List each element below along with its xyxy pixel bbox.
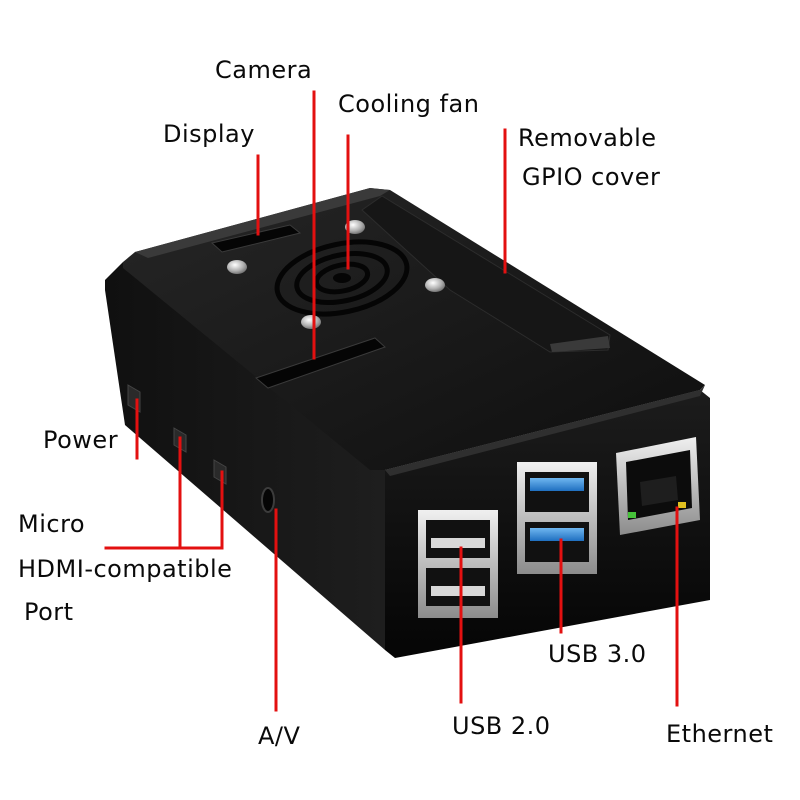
camera-label: Camera [215, 56, 313, 84]
usb3-label: USB 3.0 [548, 640, 647, 668]
gpio-cover-label-line2: GPIO cover [522, 163, 661, 191]
usb2-ports [418, 510, 498, 618]
screw-icon [425, 278, 445, 292]
display-slot [210, 224, 302, 253]
hdmi-label-line1: Micro [18, 510, 86, 538]
case-body [105, 188, 710, 658]
leader-lines [104, 90, 679, 712]
av-label: A/V [258, 722, 301, 750]
cooling-fan-label: Cooling fan [338, 90, 480, 118]
usb3-ports [517, 462, 597, 574]
usb2-label: USB 2.0 [452, 712, 551, 740]
camera-slot [254, 337, 386, 389]
gpio-cover-label-line1: Removable [518, 124, 657, 152]
ethernet-socket-inner [640, 476, 678, 506]
screws [227, 220, 445, 329]
hdmi-label-line3: Port [24, 598, 74, 626]
screw-icon [301, 315, 321, 329]
ethernet-led-amber [678, 502, 686, 508]
power-label: Power [43, 426, 119, 454]
fan-hub [333, 273, 351, 283]
hdmi-leader-line [104, 470, 224, 550]
display-label: Display [163, 120, 255, 148]
case-top-face [123, 188, 705, 470]
hdmi-label-line2: HDMI-compatible [18, 555, 233, 583]
usb3-tongue-top [530, 478, 584, 491]
fan-grille [274, 239, 410, 317]
case-left-side [105, 262, 385, 650]
ethernet-port [616, 437, 700, 535]
screw-icon [227, 260, 247, 274]
gpio-cover-shape [361, 195, 611, 353]
usb3-tongue-bottom [530, 528, 584, 541]
usb2-tongue-top [431, 538, 485, 548]
top-edge-highlight [135, 188, 390, 258]
screw-icon [345, 220, 365, 234]
ethernet-label: Ethernet [666, 720, 774, 748]
front-edge-highlight [385, 385, 705, 476]
usb2-tongue-bottom [431, 586, 485, 596]
ethernet-led-green [628, 512, 636, 518]
av-jack [261, 487, 275, 513]
